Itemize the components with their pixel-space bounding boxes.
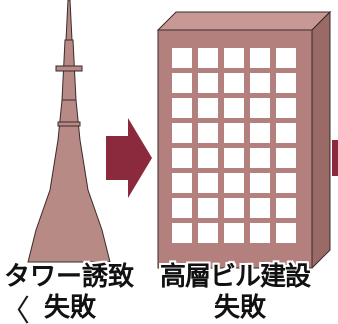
window-pane [276, 223, 296, 243]
window-pane [224, 73, 244, 93]
window-pane [198, 123, 218, 143]
window-pane [198, 173, 218, 193]
window-pane [198, 98, 218, 118]
window-pane [172, 73, 192, 93]
window-pane [276, 73, 296, 93]
tower-step-label: タワー誘致 [4, 262, 135, 292]
window-pane [276, 148, 296, 168]
window-pane [172, 173, 192, 193]
window-pane [172, 223, 192, 243]
left-bracket-icon: 〈 [0, 294, 30, 324]
building-step-result: 失敗 [214, 293, 267, 323]
right-arrow-icon [332, 140, 338, 176]
window-pane [250, 48, 270, 68]
window-pane [198, 198, 218, 218]
window-pane [172, 48, 192, 68]
window-pane [172, 198, 192, 218]
window-pane [250, 173, 270, 193]
window-pane [276, 123, 296, 143]
window-pane [250, 73, 270, 93]
tower-icon [27, 0, 111, 263]
window-pane [276, 173, 296, 193]
window-pane [224, 173, 244, 193]
window-pane [250, 148, 270, 168]
window-pane [250, 223, 270, 243]
window-pane [276, 48, 296, 68]
window-pane [224, 148, 244, 168]
window-pane [198, 73, 218, 93]
building-step-label: 高層ビル建設 [160, 262, 311, 292]
window-pane [198, 48, 218, 68]
window-pane [198, 148, 218, 168]
window-pane [198, 223, 218, 243]
window-pane [172, 148, 192, 168]
window-pane [224, 223, 244, 243]
window-pane [224, 123, 244, 143]
window-pane [276, 98, 296, 118]
window-pane [250, 98, 270, 118]
window-pane [276, 198, 296, 218]
window-pane [224, 48, 244, 68]
tower-step-result: 失敗 [44, 293, 97, 323]
window-pane [224, 98, 244, 118]
right-arrow-icon [106, 118, 152, 198]
window-pane [250, 123, 270, 143]
window-pane [172, 123, 192, 143]
window-pane [250, 198, 270, 218]
window-pane [224, 198, 244, 218]
window-pane [172, 98, 192, 118]
building-windows [172, 48, 296, 243]
building-icon [156, 10, 332, 270]
